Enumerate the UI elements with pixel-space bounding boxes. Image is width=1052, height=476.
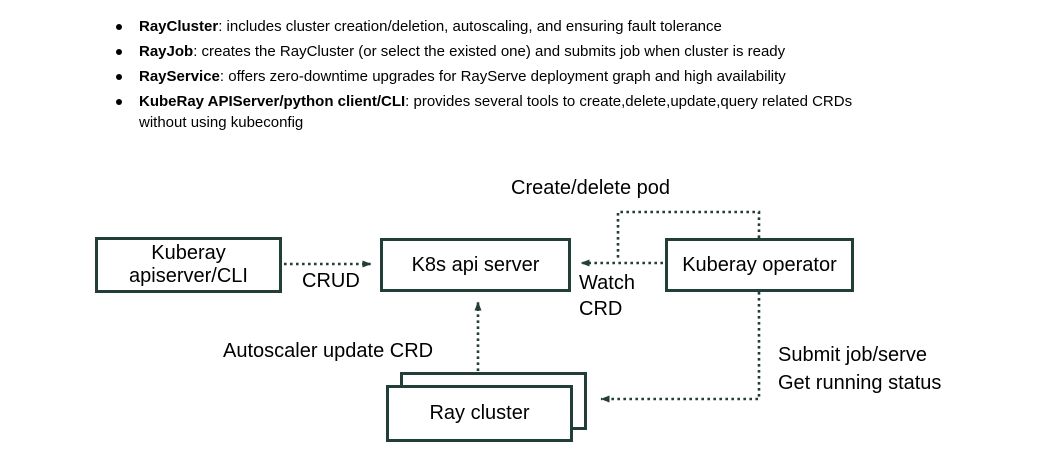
submit-status-arrow (600, 292, 761, 403)
edge-label-create-delete-pod: Create/delete pod (511, 177, 671, 199)
node-kuberay-apiserver-cli: Kuberay apiserver/CLI (95, 237, 282, 293)
node-label: K8s api server (411, 253, 540, 276)
create-delete-pod-arrow (616, 210, 761, 261)
edge-label-submit-get-status: Submit job/serve Get running status (778, 341, 941, 397)
edge-label-autoscaler-update-crd: Autoscaler update CRD (223, 340, 434, 362)
edge-label-line1: Watch (579, 272, 635, 294)
edge-label-watch-crd: Watch CRD (579, 270, 635, 322)
node-label-line2: apiserver/CLI (129, 265, 248, 287)
bullet-text: RayJob: creates the RayCluster (or selec… (139, 41, 785, 62)
node-label-line1: Kuberay (151, 242, 226, 264)
bullet-dot-icon (116, 24, 122, 30)
bullet-text: KubeRay APIServer/python client/CLI: pro… (139, 91, 884, 133)
bullet-text: RayCluster: includes cluster creation/de… (139, 16, 722, 37)
list-item: RayService: offers zero-downtime upgrade… (116, 66, 884, 87)
node-k8s-api-server: K8s api server (380, 238, 571, 292)
feature-list: RayCluster: includes cluster creation/de… (116, 16, 884, 133)
bullet-term: KubeRay APIServer/python client/CLI (139, 93, 406, 110)
node-kuberay-operator: Kuberay operator (665, 238, 854, 292)
bullet-desc: : offers zero-downtime upgrades for RayS… (219, 68, 786, 85)
bullet-dot-icon (116, 99, 122, 105)
bullet-term: RayService (139, 68, 220, 85)
bullet-term: RayCluster (139, 18, 219, 35)
list-item: RayJob: creates the RayCluster (or selec… (116, 41, 884, 62)
bullet-dot-icon (116, 74, 122, 80)
edge-label-line2: CRD (579, 298, 623, 320)
bullet-dot-icon (116, 49, 122, 55)
bullet-desc: : includes cluster creation/deletion, au… (218, 18, 722, 35)
node-ray-cluster: Ray cluster (386, 385, 573, 442)
node-label: Ray cluster (429, 402, 530, 424)
node-label: Kuberay operator (682, 253, 837, 276)
edge-label-crud: CRUD (302, 270, 360, 292)
edge-label-line2: Get running status (778, 372, 942, 394)
list-item: RayCluster: includes cluster creation/de… (116, 16, 884, 37)
bullet-text: RayService: offers zero-downtime upgrade… (139, 66, 786, 87)
bullet-term: RayJob (139, 43, 194, 60)
edge-label-line1: Submit job/serve (778, 344, 927, 366)
list-item: KubeRay APIServer/python client/CLI: pro… (116, 91, 884, 133)
bullet-desc: : creates the RayCluster (or select the … (193, 43, 786, 60)
bullet-desc: : provides several tools to create,delet… (139, 93, 853, 131)
